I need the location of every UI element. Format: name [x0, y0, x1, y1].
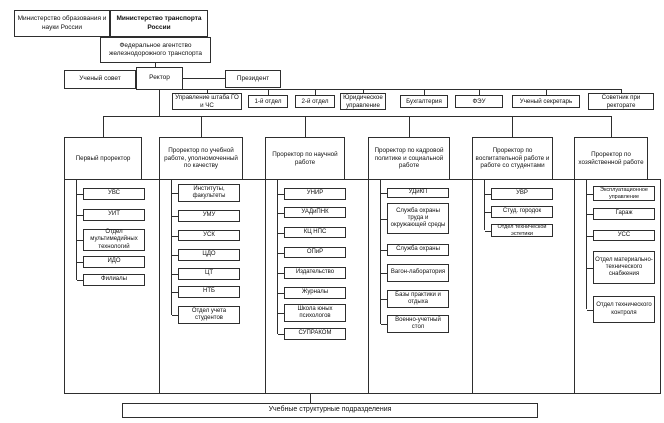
column-6-child: УСС: [587, 230, 655, 241]
column-5-child: Отдел технической эстетики: [485, 224, 553, 237]
column-4-child: Служба охраны труда и окружающей среды: [381, 203, 449, 234]
column-spine: [380, 180, 381, 324]
column-5-header: Проректор по воспитательной работе и раб…: [472, 137, 553, 180]
connector-staff-stub: [621, 89, 622, 93]
column-5-child: УВР: [485, 188, 553, 200]
column-2: Институты, факультеты УМУ УСК ЦДО ЦТ НТБ…: [159, 179, 266, 394]
node-uchenyi-sekretar: Ученый секретарь: [512, 95, 580, 108]
column-3-child: СУПРАКОМ: [278, 328, 346, 340]
node-rector: Ректор: [136, 67, 183, 90]
column-6-child: Отдел технического контроля: [587, 296, 655, 323]
column-1-child: ИДО: [77, 256, 145, 268]
connector-staff-stub: [363, 89, 364, 93]
column-3: УНИР УАДиПНК КЦ НПС ОПиР Издательство Жу…: [265, 179, 369, 394]
node-upravlenie-shtaba-go-chs: Управление штаба ГО и ЧС: [172, 93, 242, 110]
column-5: УВР Студ. городок Отдел технической эсте…: [472, 179, 575, 394]
column-6: Эксплуатационное управление Гараж УСС От…: [574, 179, 661, 394]
column-3-child: КЦ НПС: [278, 227, 346, 238]
node-president: Президент: [225, 70, 281, 88]
column-1-header: Первый проректор: [64, 137, 142, 180]
column-1: УВС УИТ Отдел мультимедийных технологий …: [64, 179, 160, 394]
node-feu: ФЭУ: [455, 95, 503, 108]
node-ministry-transport: Министерство транспорта России: [110, 10, 208, 37]
column-3-child: Журналы: [278, 287, 346, 299]
column-4: УДиКП Служба охраны труда и окружающей с…: [368, 179, 473, 394]
column-3-child: УНИР: [278, 188, 346, 200]
column-2-child: ЦДО: [172, 249, 240, 261]
column-2-child: УМУ: [172, 210, 240, 222]
column-3-child: Издательство: [278, 267, 346, 279]
node-federal-agency: Федеральное агентство железнодорожного т…: [100, 37, 211, 63]
column-1-child: УИТ: [77, 209, 145, 221]
column-3-child: УАДиПНК: [278, 207, 346, 218]
column-6-child: Отдел материально-технического снабжения: [587, 251, 655, 284]
column-2-child: Отдел учета студентов: [172, 306, 240, 324]
node-academic-council: Ученый совет: [64, 70, 136, 89]
connector-column-stub: [409, 116, 410, 137]
connector-column-stub: [611, 116, 612, 137]
column-spine: [484, 180, 485, 230]
column-spine: [277, 180, 278, 334]
column-6-child: Эксплуатационное управление: [587, 186, 655, 201]
column-3-child: ОПиР: [278, 247, 346, 258]
node-uchebnye-strukturnye-podrazdeleniya: Учебные структурные подразделения: [122, 403, 538, 418]
node-buhgalteriya: Бухгалтерия: [400, 95, 448, 108]
connector-column-stub: [103, 116, 104, 137]
column-2-child: ЦТ: [172, 268, 240, 280]
column-4-child: Служба охраны: [381, 244, 449, 256]
connector-staff-stub: [546, 89, 547, 95]
node-otdel-2: 2-й отдел: [295, 95, 335, 108]
connector-staff-stub: [315, 89, 316, 95]
column-spine: [171, 180, 172, 315]
connector-columns-line: [103, 116, 611, 117]
connector-staff-stub: [268, 89, 269, 95]
column-4-child: Военно-учетный стол: [381, 315, 449, 333]
column-1-child: Филиалы: [77, 274, 145, 286]
column-4-child: Базы практики и отдыха: [381, 290, 449, 308]
column-6-header: Проректор по хозяйственной работе: [574, 137, 648, 180]
connector-rector-down: [159, 90, 160, 116]
connector-staff-stub: [207, 89, 208, 93]
column-1-child: УВС: [77, 188, 145, 200]
column-6-child: Гараж: [587, 208, 655, 220]
connector-column-stub: [305, 116, 306, 137]
column-3-header: Проректор по научной работе: [265, 137, 345, 180]
connector-rector-president: [183, 78, 225, 79]
column-spine: [76, 180, 77, 280]
node-otdel-1: 1-й отдел: [248, 95, 288, 108]
node-ministry-education: Министерство образования и науки России: [14, 10, 110, 37]
connector-staff-bracket: [159, 89, 621, 90]
column-5-child: Студ. городок: [485, 206, 553, 218]
column-3-child: Школа юных психологов: [278, 304, 346, 322]
connector-staff-stub: [479, 89, 480, 95]
column-4-child: УДиКП: [381, 188, 449, 198]
connector-agency-rector: [155, 63, 156, 67]
column-2-child: НТБ: [172, 286, 240, 298]
column-2-child: УСК: [172, 230, 240, 241]
column-2-child: Институты, факультеты: [172, 184, 240, 202]
column-spine: [586, 180, 587, 309]
node-yuridicheskoe-upravlenie: Юридическое управление: [340, 93, 386, 110]
column-4-header: Проректор по кадровой политике и социаль…: [368, 137, 450, 180]
connector-column-stub: [201, 116, 202, 137]
node-sovetnik-pri-rektorate: Советник при ректорате: [588, 93, 654, 110]
connector-staff-stub: [424, 89, 425, 95]
column-1-child: Отдел мультимедийных технологий: [77, 229, 145, 251]
column-4-child: Вагон-лаборатория: [381, 264, 449, 282]
connector-column-stub: [512, 116, 513, 137]
column-2-header: Проректор по учебной работе, уполномочен…: [159, 137, 243, 180]
connector-footer-stub: [310, 394, 311, 403]
